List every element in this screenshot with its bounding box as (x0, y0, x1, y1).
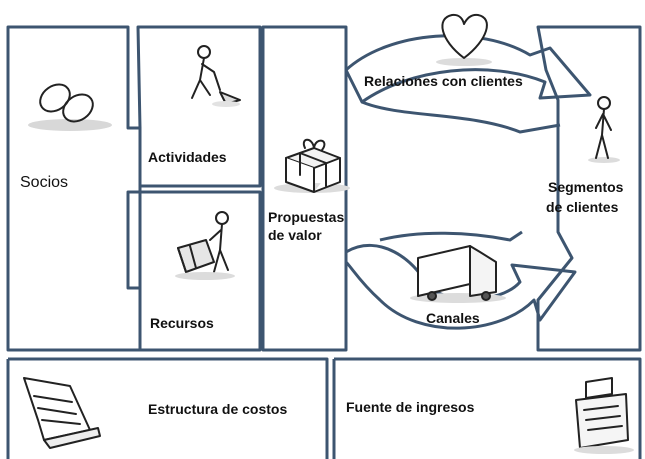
person-standing-icon (588, 96, 620, 163)
costos-label: Estructura de costos (148, 401, 288, 417)
heart-icon (436, 13, 492, 66)
delivery-truck-icon (410, 245, 506, 303)
invoice-paper-icon (23, 377, 101, 449)
recursos-label: Recursos (150, 315, 214, 331)
person-working-icon (191, 45, 241, 107)
segmentos-label-line-2: de clientes (546, 199, 619, 215)
cash-register-icon (574, 377, 634, 454)
block-ingresos-outline (332, 357, 642, 459)
block-recursos-outline (138, 190, 262, 352)
canales-arrow (344, 244, 577, 330)
relaciones-arrow (344, 34, 592, 104)
block-segmentos-outline (536, 25, 642, 352)
relaciones-label: Relaciones con clientes (364, 73, 523, 89)
relaciones-arrow-lower (361, 100, 561, 134)
actividades-label: Actividades (148, 149, 227, 165)
propuestas-label-line-1: Propuestas (268, 209, 345, 225)
gift-box-icon (274, 138, 350, 193)
segmentos-label-line-1: Segmentos (548, 179, 624, 195)
socios-label: Socios (20, 174, 69, 191)
ingresos-label: Fuente de ingresos (346, 399, 475, 415)
block-actividades-outline (136, 25, 262, 188)
block-costos-outline (6, 357, 329, 459)
canales-label: Canales (426, 310, 480, 326)
person-with-machine-icon (175, 211, 235, 280)
block-socios-outline (6, 25, 142, 352)
interlocked-rings-icon (28, 83, 112, 131)
block-propuestas-outline (261, 25, 348, 352)
propuestas-label-line-2: de valor (268, 227, 322, 243)
canales-arrow-upper (379, 230, 523, 242)
